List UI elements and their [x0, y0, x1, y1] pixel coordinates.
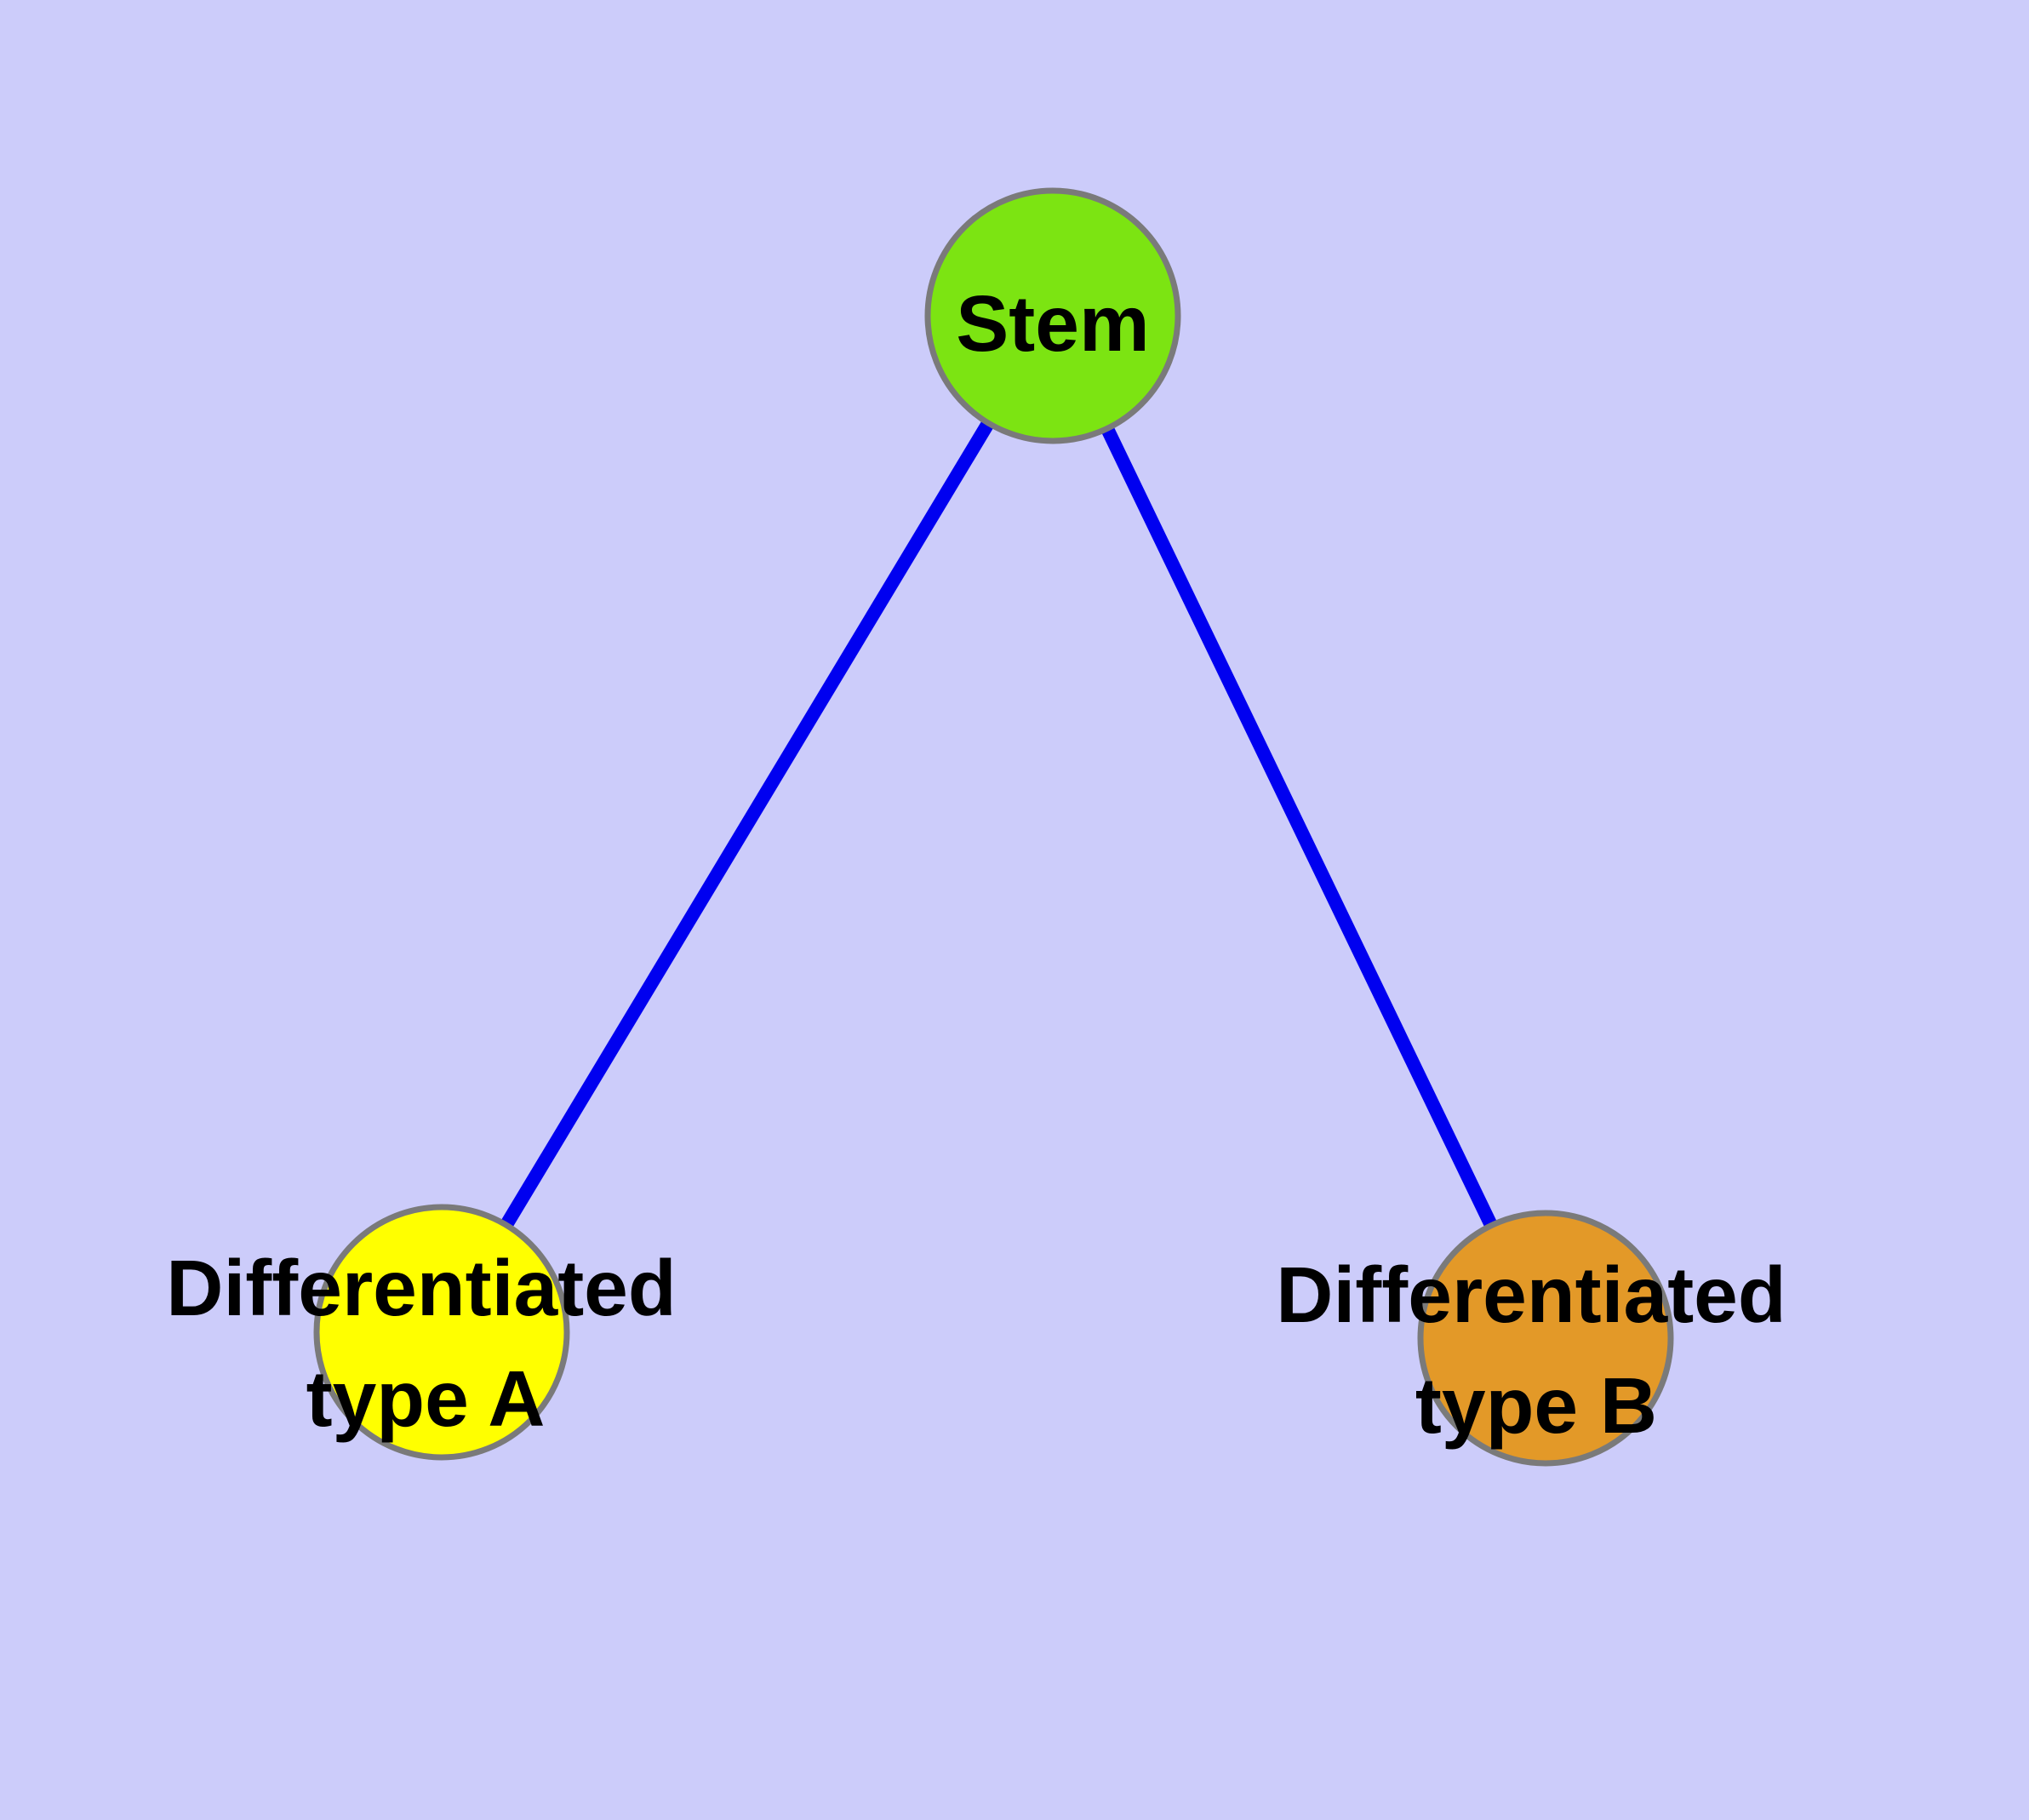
- type-a-node-circle: [313, 1204, 570, 1461]
- type-a-node-label-line1: Differentiated: [166, 1244, 676, 1332]
- stem-node-circle: [924, 187, 1181, 444]
- node-differentiated-type-a: Differentiated type A: [166, 1204, 677, 1461]
- node-differentiated-type-b: Differentiated type B: [1276, 1210, 1786, 1467]
- node-stem: Stem: [924, 187, 1181, 444]
- type-a-node-label-line2: type A: [306, 1354, 546, 1443]
- edge-stem-to-type-b: [1046, 312, 1552, 1342]
- type-b-node-label-line2: type B: [1415, 1361, 1657, 1450]
- type-b-node-label-line1: Differentiated: [1276, 1251, 1786, 1339]
- stem-node-label: Stem: [956, 279, 1149, 368]
- type-b-node-circle: [1417, 1210, 1674, 1467]
- edge-stem-to-type-a: [436, 312, 1059, 1336]
